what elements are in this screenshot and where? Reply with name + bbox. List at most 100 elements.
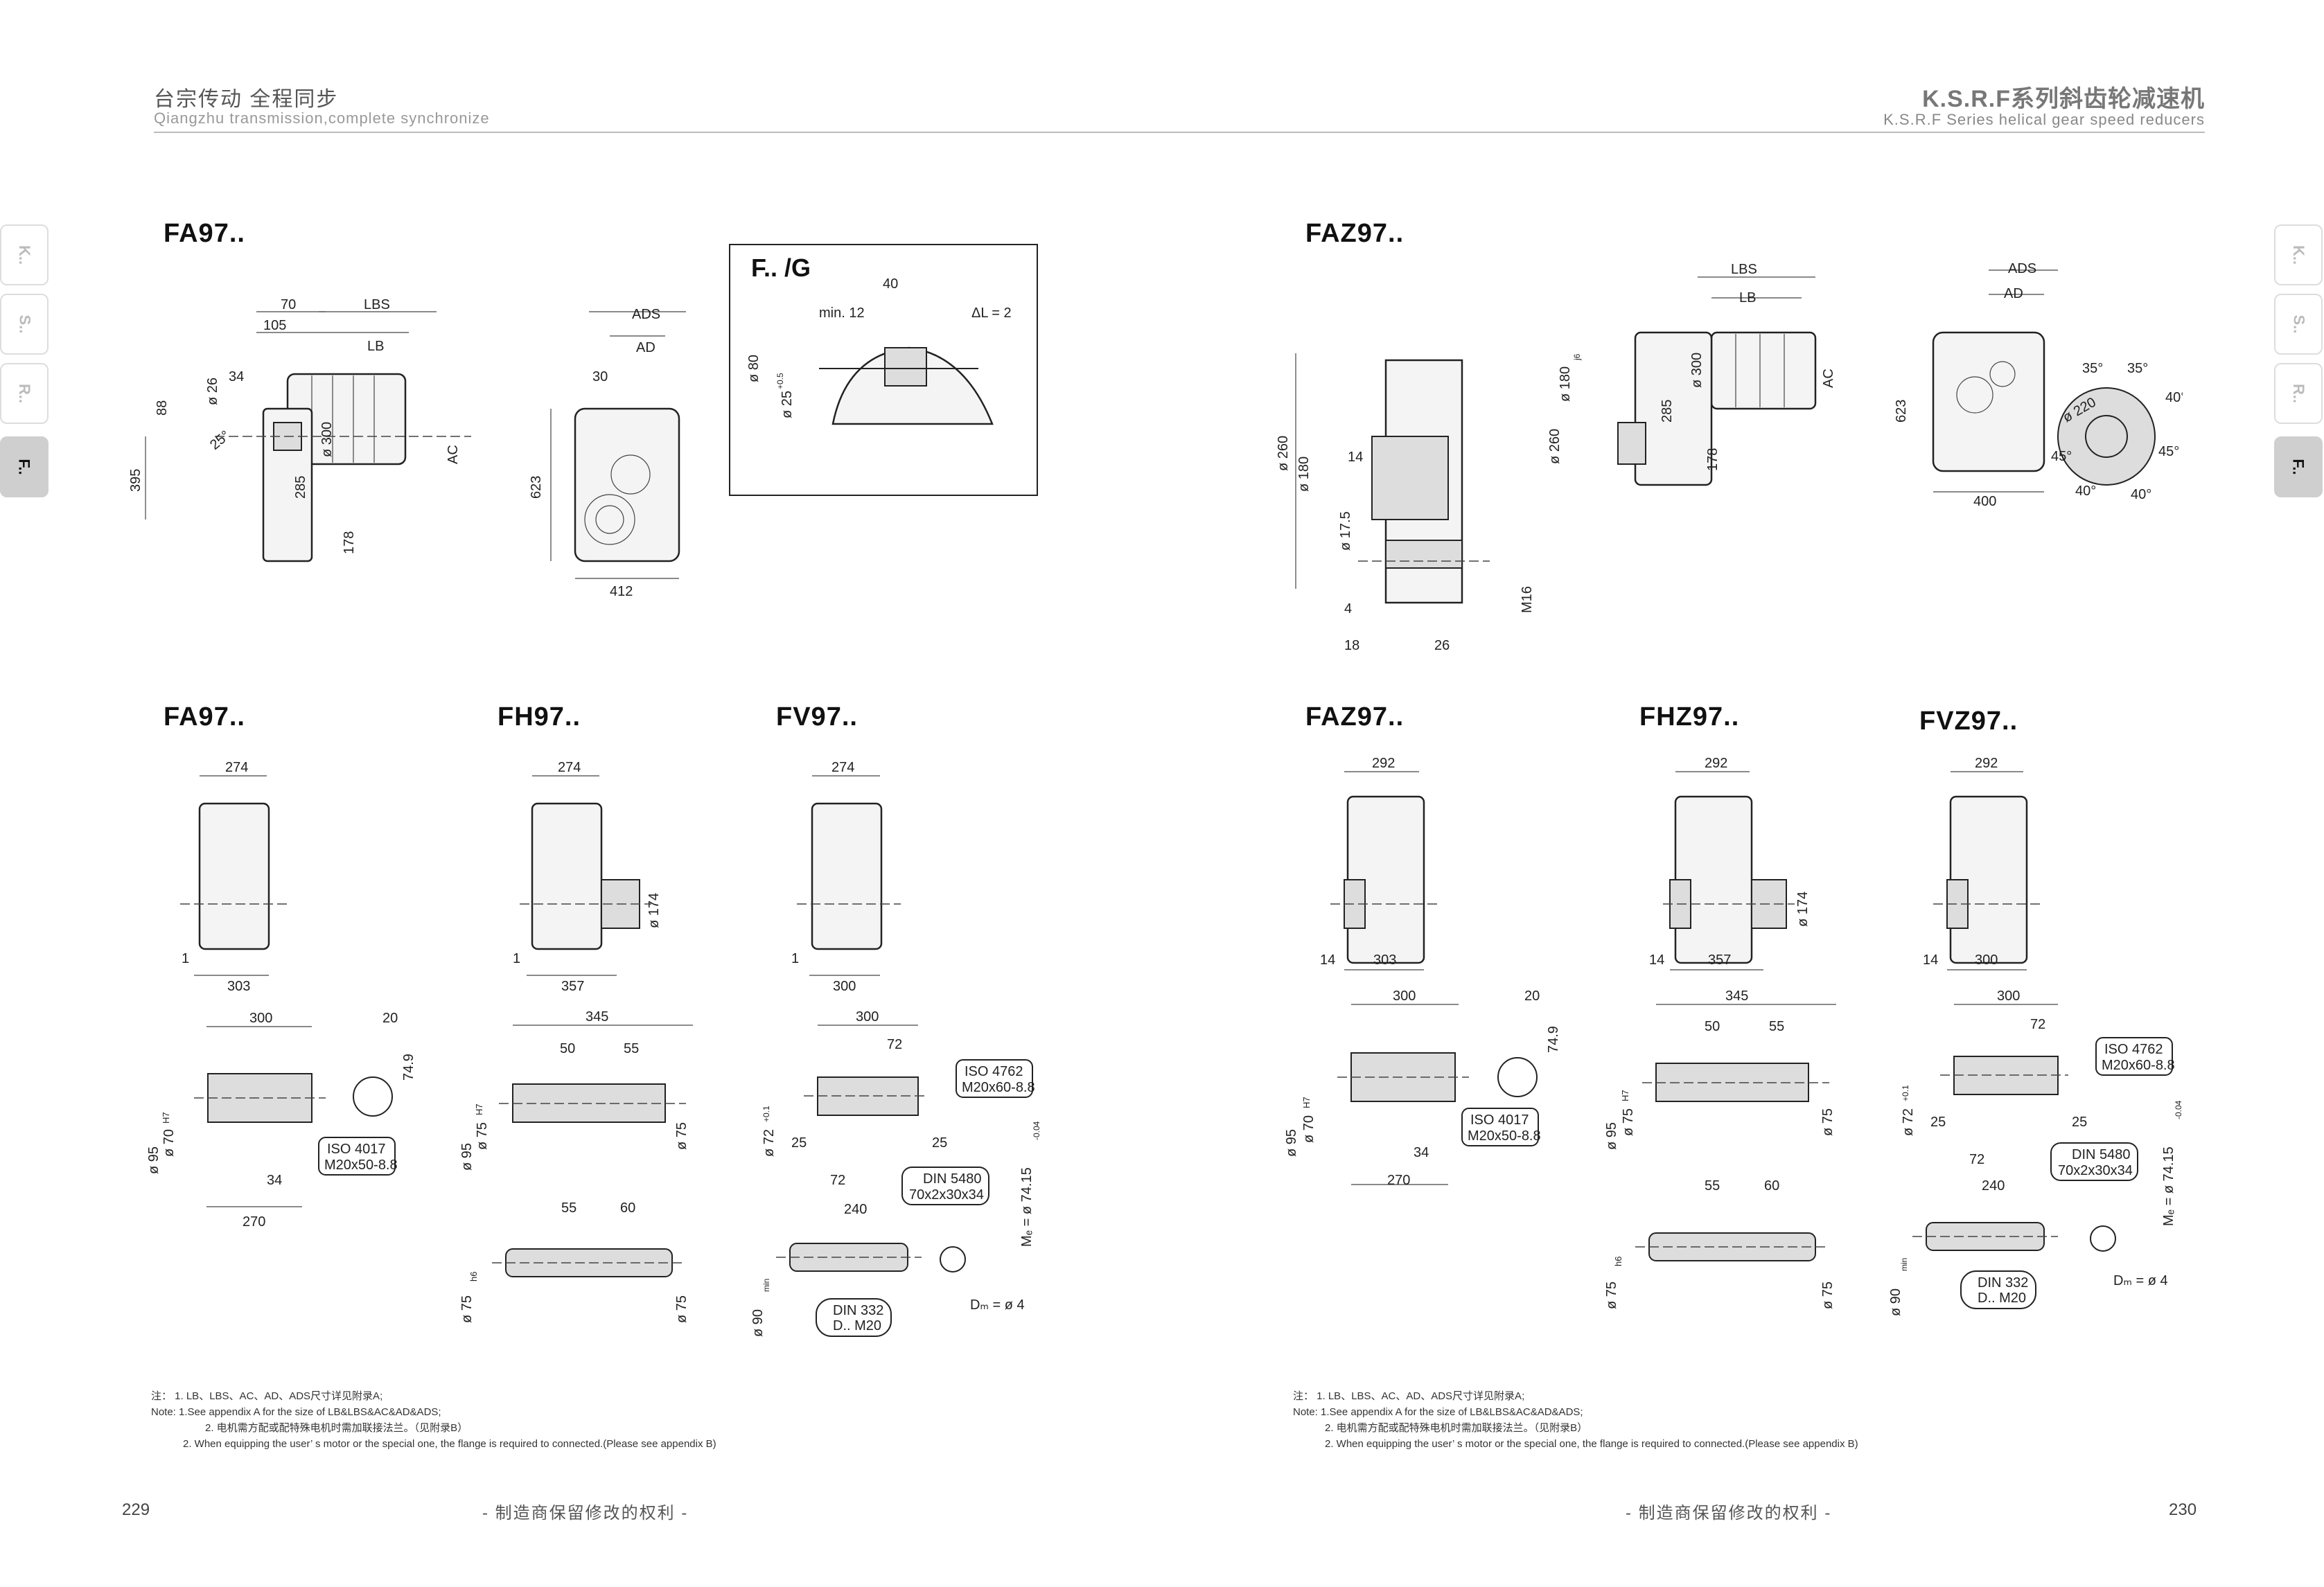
svg-text:70x2x30x34: 70x2x30x34 (909, 1187, 984, 1203)
svg-text:Dₘ = ø 4: Dₘ = ø 4 (970, 1297, 1025, 1313)
svg-text:-0.04: -0.04 (1032, 1121, 1041, 1140)
svg-text:25: 25 (932, 1135, 947, 1151)
svg-text:70: 70 (281, 297, 296, 312)
notes-left: 注： 1. LB、LBS、AC、AD、ADS尺寸详见附录A; Note: 1.S… (151, 1388, 1052, 1452)
svg-text:270: 270 (243, 1214, 265, 1230)
tab-k-left[interactable]: K.. (0, 224, 49, 285)
svg-text:50: 50 (1705, 1019, 1720, 1034)
svg-text:300: 300 (1393, 988, 1416, 1004)
fa97-title: FA97.. (164, 702, 245, 732)
svg-text:ADS: ADS (632, 307, 660, 322)
svg-text:H7: H7 (1301, 1097, 1312, 1108)
note-line-3: 2. 电机需方配或配特殊电机时需加联接法兰。（见附录B） (205, 1422, 468, 1434)
svg-text:M20x50-8.8: M20x50-8.8 (1468, 1128, 1541, 1144)
fv97-title: FV97.. (776, 702, 858, 732)
svg-text:25°: 25° (207, 428, 233, 453)
tab-f-left[interactable]: F.. (0, 436, 49, 497)
svg-text:400: 400 (1973, 494, 1996, 509)
svg-text:55: 55 (561, 1200, 576, 1216)
note-line-4: 2. When equipping the user’ s motor or t… (1325, 1438, 1858, 1450)
faz97-title: FAZ97.. (1305, 702, 1405, 732)
svg-text:D.. M20: D.. M20 (833, 1318, 881, 1333)
fvz97-title: FVZ97.. (1919, 707, 2018, 736)
svg-text:395: 395 (128, 469, 143, 492)
svg-text:LB: LB (367, 339, 384, 354)
svg-text:55: 55 (624, 1041, 639, 1056)
svg-text:ø 75: ø 75 (1820, 1282, 1836, 1309)
svg-text:LB: LB (1739, 290, 1756, 305)
svg-text:285: 285 (293, 476, 308, 499)
svg-text:AD: AD (2004, 286, 2023, 301)
svg-text:DIN 332: DIN 332 (1978, 1275, 2028, 1291)
faz97-shaft-section-drawing: ø 260 ø 180 14 ø 17.5 4 18 26 M16 (1276, 353, 1535, 653)
svg-text:300: 300 (1975, 952, 1998, 968)
svg-text:74.9: 74.9 (401, 1054, 416, 1081)
svg-text:412: 412 (610, 584, 633, 599)
svg-text:ø 180: ø 180 (1558, 366, 1573, 402)
svg-text:ø 95: ø 95 (1284, 1129, 1299, 1157)
detail-g-box (729, 244, 1038, 496)
rights-left: - 制造商保留修改的权利 - (482, 1504, 689, 1523)
fa97-hollow-shaft-drawing: 274 1 303 300 20 74.9 ø 95 ø 70 H7 34 27… (146, 760, 416, 1230)
svg-text:274: 274 (225, 760, 248, 775)
svg-text:h6: h6 (1613, 1257, 1623, 1266)
faz97-side-drawing: LBS LB ø 300 ø 180 j6 ø 260 285 178 AC (1547, 262, 1836, 486)
fh97-housing (531, 802, 603, 950)
svg-text:1: 1 (182, 951, 189, 966)
fvz97-spline-shaft-drawing: 292 14 300 300 72 ISO 4762 M20x60-8.8 ø … (1888, 756, 2183, 1316)
tab-s-right[interactable]: S.. (2274, 294, 2323, 355)
svg-text:40°: 40° (2131, 487, 2151, 502)
svg-text:72: 72 (830, 1173, 845, 1188)
header-left-en: Qiangzhu transmission,complete synchroni… (154, 109, 490, 127)
header-left-cn: 台宗传动 全程同步 (154, 88, 339, 111)
fh97-title: FH97.. (498, 702, 581, 732)
svg-text:4: 4 (1344, 601, 1352, 617)
svg-text:26: 26 (1434, 638, 1450, 653)
tab-f-right[interactable]: F.. (2274, 436, 2323, 497)
svg-text:ø 95: ø 95 (1604, 1122, 1619, 1150)
svg-text:35°: 35° (2082, 361, 2103, 376)
svg-text:357: 357 (561, 979, 584, 994)
svg-text:35°: 35° (2127, 361, 2148, 376)
faz97-hollow-shaft-drawing: 292 14 303 300 20 74.9 ø 95 ø 70 H7 34 2… (1284, 756, 1561, 1188)
front-housing (574, 407, 680, 562)
svg-text:34: 34 (229, 369, 244, 384)
fa97-top-title: FA97.. (164, 219, 245, 248)
note-line-1: 注： 1. LB、LBS、AC、AD、ADS尺寸详见附录A; (1293, 1390, 1525, 1402)
svg-text:min: min (762, 1279, 771, 1292)
faz97-top-title: FAZ97.. (1305, 219, 1405, 248)
svg-text:105: 105 (263, 318, 286, 333)
fa97-housing (198, 802, 270, 950)
svg-text:40°: 40° (2075, 484, 2096, 499)
svg-text:+0.1: +0.1 (762, 1106, 771, 1122)
fhz97-title: FHZ97.. (1639, 702, 1740, 732)
tab-s-left[interactable]: S.. (0, 294, 49, 355)
fv97-spline-shaft-drawing: 274 1 300 300 72 ISO 4762 M20x60-8.8 ø 7… (750, 760, 1041, 1337)
svg-text:M20x50-8.8: M20x50-8.8 (324, 1158, 398, 1173)
svg-text:ø 25: ø 25 (780, 391, 795, 418)
svg-text:Mₑ = ø 74.15: Mₑ = ø 74.15 (1019, 1167, 1035, 1247)
svg-text:ø 300: ø 300 (319, 422, 335, 457)
svg-text:ø 75: ø 75 (475, 1122, 490, 1150)
tab-r-left[interactable]: R.. (0, 363, 49, 424)
svg-text:300: 300 (1997, 988, 2020, 1004)
svg-text:88: 88 (155, 400, 170, 416)
svg-text:+0.5: +0.5 (775, 373, 785, 389)
tab-k-right[interactable]: K.. (2274, 224, 2323, 285)
svg-text:25: 25 (2072, 1115, 2087, 1130)
svg-text:25: 25 (791, 1135, 807, 1151)
note-line-4: 2. When equipping the user’ s motor or t… (183, 1438, 716, 1450)
tab-r-right[interactable]: R.. (2274, 363, 2323, 424)
svg-text:D.. M20: D.. M20 (1978, 1291, 2026, 1306)
svg-text:72: 72 (887, 1037, 902, 1052)
svg-text:AC: AC (1821, 369, 1836, 388)
rights-right: - 制造商保留修改的权利 - (1626, 1504, 1832, 1523)
svg-text:50: 50 (560, 1041, 575, 1056)
svg-text:292: 292 (1372, 756, 1395, 771)
svg-text:74.9: 74.9 (1546, 1026, 1561, 1053)
faz97-motor (1710, 331, 1817, 410)
svg-text:45°: 45° (2158, 444, 2179, 459)
svg-text:LBS: LBS (364, 297, 390, 312)
svg-text:DIN 5480: DIN 5480 (2072, 1147, 2131, 1162)
svg-text:ø 72: ø 72 (1901, 1108, 1916, 1136)
